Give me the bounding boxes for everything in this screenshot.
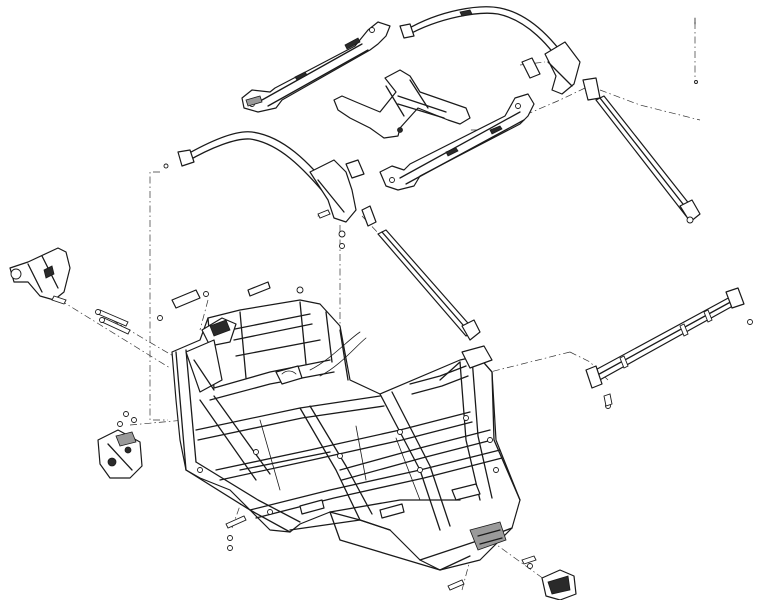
left-side-bar xyxy=(585,287,753,409)
rear-corner-bracket xyxy=(521,555,577,600)
front-bumper-mount xyxy=(9,247,71,305)
a-pillar-support-tube xyxy=(361,205,481,341)
fasteners-left xyxy=(95,281,304,344)
roof-center-brace xyxy=(333,69,471,139)
front-roll-hoop xyxy=(163,131,365,249)
rear-roll-hoop-upper xyxy=(399,6,601,101)
rear-roof-support-tube xyxy=(595,95,701,224)
roof-rear-cross-bar xyxy=(379,93,535,191)
loose-fasteners xyxy=(225,17,698,591)
main-chassis-frame xyxy=(171,299,521,571)
front-suspension-bracket xyxy=(97,411,143,479)
front-roof-cross-bar xyxy=(241,21,391,113)
